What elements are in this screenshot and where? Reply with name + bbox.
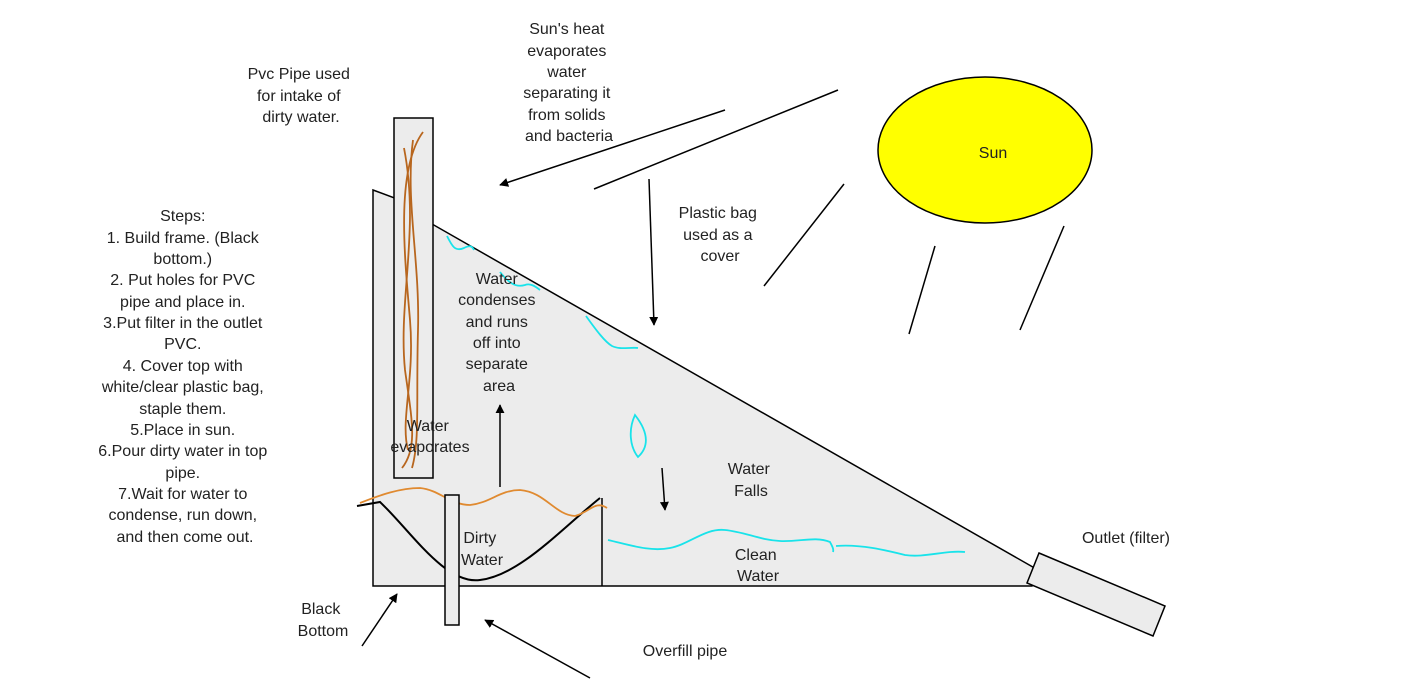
evaporates-label: Water evaporates (390, 418, 469, 456)
plastic-bag-label: Plastic bag used as a cover (679, 205, 762, 265)
condensation-squiggle-2 (499, 271, 541, 291)
water-droplet (629, 413, 647, 459)
pipe-fiber-3 (401, 147, 414, 469)
sun-ray-4 (593, 89, 839, 190)
water-falls-label: Water Falls (728, 461, 775, 500)
sun-ray-3 (1019, 225, 1065, 331)
sun-ray-2 (908, 245, 936, 335)
heat-arrow (499, 109, 726, 187)
overfill-label: Overfill pipe (643, 643, 728, 660)
outlet-label: Outlet (filter) (1082, 530, 1170, 547)
steps-list: Steps: 1. Build frame. (Black bottom.) 2… (98, 208, 271, 546)
overfill-pipe (444, 494, 460, 626)
black-bottom-arrow (361, 593, 398, 647)
sun-label: Sun (979, 145, 1007, 162)
clean-water-surface (607, 529, 835, 553)
outlet-pipe (1026, 552, 1166, 637)
condenses-label: Water condenses and runs off into separa… (458, 271, 540, 395)
condensation-squiggle-1 (446, 235, 475, 251)
overfill-arrow (484, 619, 591, 679)
sun-shape (877, 76, 1093, 224)
pvc-intake-label: Pvc Pipe used for intake of dirty water. (248, 66, 355, 126)
sun-heat-label: Sun's heat evaporates water separating i… (523, 21, 615, 145)
dirty-water-label: Dirty Water (461, 530, 504, 569)
sun-ray-1 (763, 183, 845, 287)
pipe-fiber-2 (409, 139, 420, 469)
dirty-water-surface (359, 487, 608, 517)
condensation-squiggle-3 (585, 315, 639, 350)
clean-water-surface-2 (835, 544, 966, 557)
pvc-intake-pipe (393, 117, 434, 479)
bag-arrow (648, 178, 659, 326)
clean-water-label: Clean Water (735, 547, 781, 585)
dirty-water-basin (356, 497, 601, 582)
black-bottom-label: Black Bottom (298, 601, 349, 640)
water-falls-arrow (659, 467, 669, 511)
